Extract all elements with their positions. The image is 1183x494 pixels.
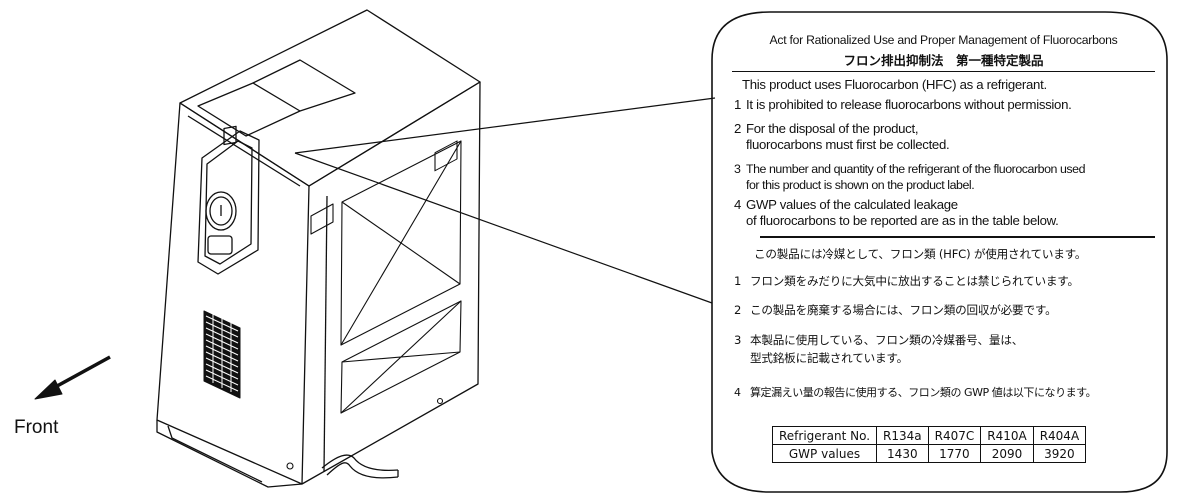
table-cell: 2090 — [980, 444, 1034, 463]
jp-item-text: この製品を廃棄する場合には、フロン類の回収が必要です。 — [750, 303, 1057, 317]
en-item-number: 4 — [734, 197, 742, 212]
table-cell: Refrigerant No. — [771, 426, 878, 445]
table-cell: GWP values — [771, 444, 878, 463]
header-divider — [732, 71, 1155, 72]
table-cell: 3920 — [1032, 444, 1087, 463]
en-item-number: 3 — [734, 162, 741, 176]
label-header-jp: フロン排出抑制法 第一種特定製品 — [843, 53, 1044, 68]
en-item-text: fluorocarbons must first be collected. — [746, 137, 950, 152]
side-panels — [286, 140, 462, 470]
jp-item-text: フロン類をみだりに大気中に放出することは禁じられています。 — [750, 274, 1079, 288]
jp-item-number: 3 — [734, 333, 742, 347]
en-item-text: It is prohibited to release fluorocarbon… — [746, 97, 1072, 112]
jp-item-number: 1 — [734, 274, 742, 288]
vent-grille — [203, 310, 241, 399]
table-cell: 1770 — [927, 444, 982, 463]
dryer-cabinet — [156, 9, 481, 488]
table-cell: 1430 — [876, 444, 929, 463]
table-cell: R407C — [927, 426, 982, 445]
jp-item-text: 本製品に使用している、フロン類の冷媒番号、量は、 — [750, 333, 1024, 347]
front-arrow-icon — [34, 355, 111, 400]
jp-item-text: 型式銘板に記載されています。 — [750, 351, 909, 365]
jp-intro: この製品には冷媒として、フロン類 (HFC) が使用されています。 — [754, 247, 1087, 261]
drain-hose — [321, 454, 399, 479]
en-item-text: for this product is shown on the product… — [746, 178, 975, 192]
jp-item-number: 4 — [734, 386, 741, 399]
label-header-en: Act for Rationalized Use and Proper Mana… — [769, 33, 1118, 47]
label-callout-bubble — [711, 11, 1168, 493]
table-cell: R404A — [1032, 426, 1087, 445]
callout-leader-lines — [294, 97, 716, 304]
jp-item-number: 2 — [734, 303, 742, 317]
en-item-number: 1 — [734, 97, 742, 112]
table-cell: R134a — [876, 426, 929, 445]
table-cell: R410A — [980, 426, 1034, 445]
front-label: Front — [14, 417, 59, 438]
fluorocarbon-warning-label: Act for Rationalized Use and Proper Mana… — [732, 30, 1155, 470]
en-item-number: 2 — [734, 121, 742, 136]
table-row: GWP values 1430 1770 2090 3920 — [771, 444, 1087, 463]
table-row: Refrigerant No. R134a R407C R410A R404A — [771, 426, 1087, 445]
en-item-text: For the disposal of the product, — [746, 121, 919, 136]
control-panel — [197, 125, 260, 275]
gwp-table: Refrigerant No. R134a R407C R410A R404A … — [771, 426, 1087, 463]
language-divider — [760, 236, 1155, 238]
jp-item-text: 算定漏えい量の報告に使用する、フロン類の GWP 値は以下になります。 — [750, 386, 1097, 399]
en-item-text: of fluorocarbons to be reported are as i… — [746, 213, 1059, 228]
en-item-text: The number and quantity of the refrigera… — [746, 162, 1086, 176]
en-intro: This product uses Fluorocarbon (HFC) as … — [742, 77, 1047, 92]
en-item-text: GWP values of the calculated leakage — [746, 197, 958, 212]
